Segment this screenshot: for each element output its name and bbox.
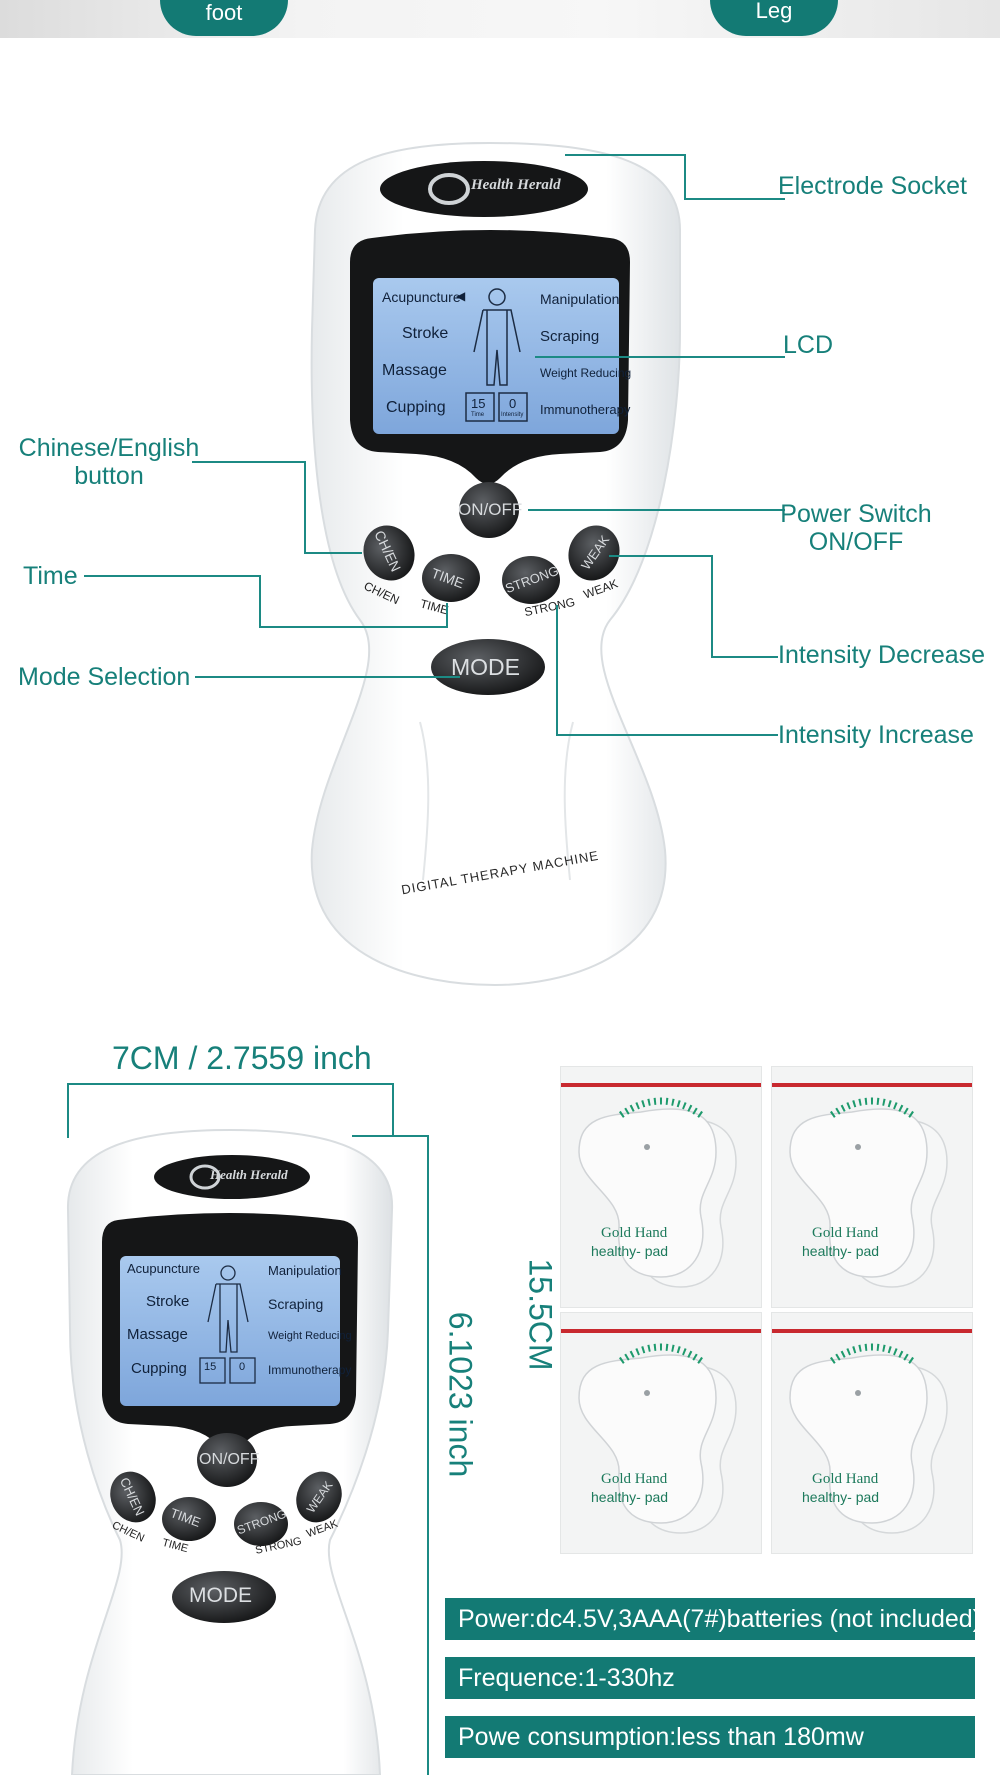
device2-lcd-acupuncture: Acupuncture bbox=[127, 1261, 200, 1276]
lcd-time-value: 15 bbox=[471, 396, 486, 411]
callout-chinese-english-line2: button bbox=[74, 462, 144, 490]
foot-pill: foot bbox=[160, 0, 288, 36]
lcd-intensity-value: 0 bbox=[509, 396, 517, 411]
lcd-mode-acupuncture: Acupuncture bbox=[382, 289, 461, 305]
leg-pill: Leg bbox=[710, 0, 838, 36]
lcd-intensity-label: Intensity bbox=[501, 412, 524, 418]
device2-lcd-time-value: 15 bbox=[204, 1361, 217, 1373]
device2-lcd-intensity-value: 0 bbox=[239, 1361, 246, 1373]
spec-consumption: Powe consumption:less than 180mw bbox=[445, 1716, 975, 1758]
spec-frequency: Frequence:1-330hz bbox=[445, 1657, 975, 1699]
device2-mode-label[interactable]: MODE bbox=[189, 1584, 252, 1607]
electrode-pad-pack: Gold Hand healthy- pad bbox=[771, 1066, 973, 1308]
device2-weak-button bbox=[296, 1471, 342, 1523]
callout-chinese-english-line1: Chinese/English bbox=[18, 434, 200, 462]
device2-chen-button bbox=[110, 1471, 156, 1523]
lcd-time-label: Time bbox=[471, 412, 485, 418]
callout-lines bbox=[84, 154, 785, 736]
pad-sub: healthy- pad bbox=[802, 1243, 880, 1259]
pad-sub: healthy- pad bbox=[591, 1243, 669, 1259]
device2-lcd-stroke: Stroke bbox=[146, 1293, 190, 1310]
device2-lcd-manipulation: Manipulation bbox=[268, 1263, 342, 1278]
device2-mode-button bbox=[172, 1571, 276, 1623]
spec-power: Power:dc4.5V,3AAA(7#)batteries (not incl… bbox=[445, 1598, 981, 1640]
device2-time-button bbox=[162, 1497, 216, 1541]
device2-lcd-weight-reducing: Weight Reducing bbox=[268, 1330, 352, 1342]
device2-onoff-label[interactable]: ON/OFF bbox=[199, 1451, 260, 1468]
time-button bbox=[422, 554, 480, 602]
device2-onoff-button bbox=[197, 1433, 257, 1487]
callout-power-switch: Power Switch ON/OFF bbox=[776, 500, 936, 556]
lcd-mode-weight-reducing: Weight Reducing bbox=[540, 366, 632, 380]
onoff-button bbox=[459, 482, 519, 538]
strong-button bbox=[502, 556, 560, 604]
callout-intensity-increase: Intensity Increase bbox=[778, 721, 974, 749]
device2-lcd-scraping: Scraping bbox=[268, 1296, 324, 1312]
device2-logo-icon bbox=[189, 1164, 221, 1190]
device-illustration bbox=[310, 141, 681, 987]
width-dimension: 7CM / 2.7559 inch bbox=[112, 1040, 372, 1076]
device2-lcd-screen bbox=[120, 1256, 340, 1406]
pad-brand: Gold Hand bbox=[812, 1471, 879, 1487]
device2-lcd-massage: Massage bbox=[127, 1326, 188, 1343]
pad-sub: healthy- pad bbox=[802, 1489, 880, 1505]
pad-brand: Gold Hand bbox=[812, 1225, 879, 1241]
body-figure-icon bbox=[473, 288, 521, 386]
lcd-mode-manipulation: Manipulation bbox=[540, 291, 620, 307]
chen-button bbox=[363, 525, 415, 581]
weak-button bbox=[568, 525, 620, 581]
brand-name: Health Herald bbox=[471, 177, 561, 193]
lcd-arrow-icon: ◀ bbox=[456, 289, 466, 303]
pad-brand: Gold Hand bbox=[601, 1471, 668, 1487]
callout-power-switch-line1: Power Switch bbox=[780, 500, 932, 528]
mode-label[interactable]: MODE bbox=[451, 654, 520, 680]
height-dimension-inch: 6.1023 inch bbox=[442, 1311, 479, 1478]
device2-brand-name: Health Herald bbox=[210, 1167, 288, 1182]
callout-chinese-english: Chinese/English button bbox=[18, 434, 200, 490]
logo-icon bbox=[428, 173, 470, 205]
dimension-illustration bbox=[66, 1083, 429, 1775]
pad-sub: healthy- pad bbox=[591, 1489, 669, 1505]
onoff-label[interactable]: ON/OFF bbox=[458, 500, 523, 519]
callout-power-switch-line2: ON/OFF bbox=[808, 528, 904, 556]
device2-brand-badge bbox=[154, 1155, 310, 1199]
pad-brand: Gold Hand bbox=[601, 1225, 668, 1241]
device2-body-figure-icon bbox=[207, 1265, 249, 1353]
device2-lcd-immunotherapy: Immunotherapy bbox=[268, 1363, 352, 1377]
mode-button bbox=[431, 639, 545, 695]
lcd-mode-cupping: Cupping bbox=[386, 399, 446, 416]
callout-time: Time bbox=[23, 562, 78, 590]
callout-intensity-decrease: Intensity Decrease bbox=[778, 641, 986, 669]
electrode-pad-pack: Gold Hand healthy- pad bbox=[560, 1066, 762, 1308]
lcd-mode-immunotherapy: Immunotherapy bbox=[540, 402, 631, 417]
brand-badge bbox=[380, 161, 588, 217]
callout-lcd: LCD bbox=[783, 331, 834, 359]
device2-strong-button bbox=[234, 1502, 288, 1546]
lcd-mode-scraping: Scraping bbox=[540, 328, 600, 345]
lcd-mode-massage: Massage bbox=[382, 362, 447, 379]
callout-electrode-socket: Electrode Socket bbox=[778, 172, 967, 200]
device2-lcd-cupping: Cupping bbox=[131, 1360, 187, 1377]
electrode-pad-pack: Gold Hand healthy- pad bbox=[771, 1312, 973, 1554]
height-dimension-cm: 15.5CM bbox=[522, 1258, 559, 1371]
lcd-mode-stroke: Stroke bbox=[402, 325, 449, 342]
electrode-pad-pack: Gold Hand healthy- pad bbox=[560, 1312, 762, 1554]
callout-mode-selection: Mode Selection bbox=[18, 663, 191, 691]
